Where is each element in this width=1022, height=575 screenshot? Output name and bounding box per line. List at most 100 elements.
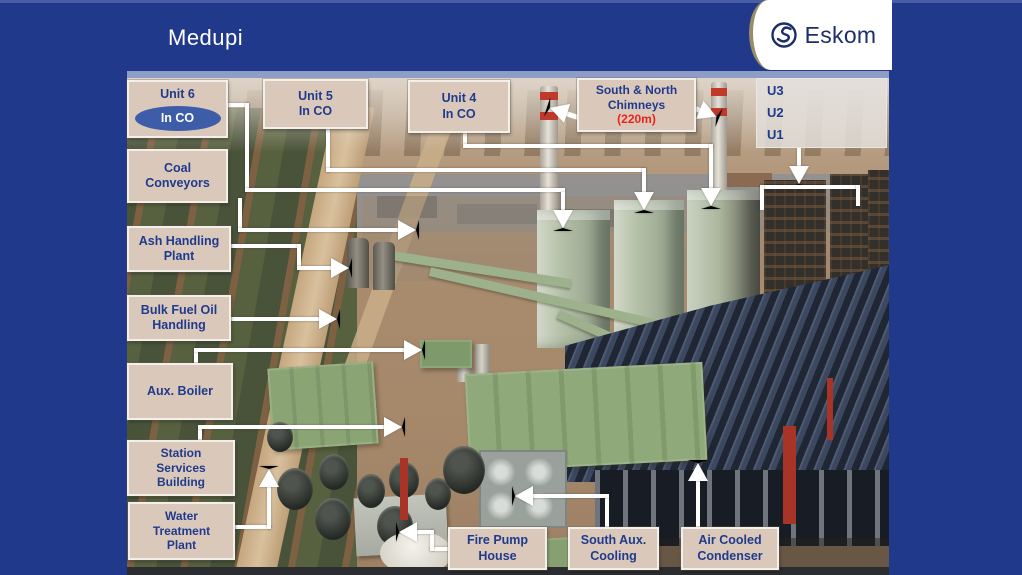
callout-unit6: Unit 6 In CO [127, 80, 228, 138]
leader-line-unit6 [561, 192, 565, 212]
leader-line-fire-pump [412, 530, 434, 534]
callout-aux-boiler: Aux. Boiler [127, 363, 233, 420]
photo-bottom-edge [127, 567, 889, 575]
fuel-oil-tank [319, 454, 349, 490]
callout-south-aux-line1: South Aux. [580, 533, 647, 548]
callout-air-cooled: Air Cooled Condenser [681, 527, 779, 570]
red-pipe-rack [400, 458, 408, 520]
leader-line-unit4 [463, 144, 713, 148]
bracket-future-units [760, 185, 860, 189]
callout-station-line1: Station [160, 446, 202, 461]
callout-unit5: Unit 5 In CO [263, 79, 368, 129]
arrowhead-water-treatment [259, 466, 279, 487]
leader-line-water-treatment [267, 482, 271, 529]
ash-silo [373, 242, 395, 290]
cooling-fan [487, 492, 515, 520]
leader-line-unit5 [326, 128, 330, 172]
chimney-red-band [540, 92, 558, 100]
arrowhead-unit4 [701, 188, 721, 209]
callout-chimneys: South & North Chimneys (220m) [577, 78, 696, 132]
callout-chimneys-line2: Chimneys [607, 97, 666, 112]
callout-chimneys-line1: South & North [595, 83, 678, 98]
callout-air-cooled-line1: Air Cooled [698, 533, 762, 548]
callout-water-line3: Plant [166, 538, 197, 553]
callout-bulk-line1: Bulk Fuel Oil [140, 302, 218, 317]
leader-line-ash [297, 244, 301, 270]
arrowhead-south-aux [512, 486, 533, 506]
leader-line-fire-pump [430, 530, 434, 551]
fuel-oil-tank [277, 468, 313, 510]
future-unit-u1: U1 [767, 127, 784, 142]
callout-chimneys-height: (220m) [617, 112, 656, 127]
leader-line-unit4 [709, 144, 713, 190]
future-unit-u2: U2 [767, 105, 784, 120]
callout-bulk-line2: Handling [152, 318, 206, 332]
arrowhead-coal [398, 220, 419, 240]
arrowhead-unit5 [634, 192, 654, 213]
callout-unit4-title: Unit 4 [441, 91, 477, 106]
chimney-red-band [711, 88, 727, 96]
fuel-oil-tank [357, 474, 385, 508]
arrowhead-aux-boiler [404, 340, 425, 360]
leader-line-station-services [198, 425, 386, 429]
callout-coal-line2: Conveyors [145, 176, 210, 190]
leader-line-aux-boiler [194, 348, 406, 352]
eskom-emblem-icon [770, 22, 797, 48]
arrowhead-ash [331, 258, 352, 278]
callout-fire-line1: Fire Pump [466, 533, 529, 548]
fuel-oil-tank [443, 446, 485, 494]
eskom-logo-plate: Eskom [749, 0, 892, 70]
leader-line-air-cooled [696, 472, 700, 528]
leader-line-unit4 [463, 133, 467, 148]
eskom-logo-text: Eskom [804, 21, 877, 48]
leader-line-coal [238, 198, 242, 232]
callout-coal-conveyors: Coal Conveyors [127, 149, 228, 203]
leader-line-coal [238, 228, 400, 232]
leader-line-bulk-fuel [231, 317, 321, 321]
leader-line-water-treatment [235, 525, 271, 529]
callout-water-line1: Water [165, 509, 198, 524]
callout-air-cooled-line2: Condenser [697, 548, 763, 563]
callout-fire-line2: House [478, 548, 517, 563]
callout-fire-pump: Fire Pump House [448, 527, 547, 570]
chimney-red-band [540, 112, 558, 120]
slide-title: Medupi [168, 25, 244, 50]
callout-station-line3: Building [157, 475, 205, 490]
photo-top-strip [127, 71, 889, 78]
callout-station-services: Station Services Building [127, 440, 235, 496]
arrowhead-unit6 [553, 210, 573, 231]
callout-coal-line1: Coal [163, 160, 192, 175]
callout-south-aux: South Aux. Cooling [568, 527, 659, 570]
callout-water-treatment: Water Treatment Plant [128, 502, 235, 560]
leader-line-south-aux [528, 494, 609, 498]
future-unit-u3: U3 [767, 83, 784, 98]
callout-aux-boiler-title: Aux. Boiler [147, 383, 213, 398]
callout-unit4: Unit 4 In CO [408, 80, 510, 133]
leader-line-unit5 [642, 168, 646, 194]
arrowhead-air-cooled [688, 460, 708, 481]
leader-line-ash [297, 266, 333, 270]
callout-south-aux-line2: Cooling [590, 548, 637, 563]
leader-line-unit5 [326, 168, 646, 172]
arrowhead-fire-pump [396, 522, 417, 542]
chimney-red-band [711, 108, 727, 116]
callout-unit6-status-oval: In CO [134, 105, 221, 131]
cooling-fan [487, 458, 515, 486]
ash-silo [347, 238, 369, 288]
arrowhead-station-services [384, 417, 405, 437]
aerial-photo [127, 78, 889, 575]
leader-line-south-aux [605, 494, 609, 528]
callout-future-units: U3 U2 U1 [756, 78, 887, 148]
leader-line-unit6 [245, 103, 249, 192]
leader-line-aux-boiler [194, 348, 198, 365]
leader-line-ash [231, 244, 301, 248]
leader-line-unit6 [245, 188, 565, 192]
callout-bulk-fuel: Bulk Fuel Oil Handling [127, 295, 231, 341]
leader-line-fire-pump [430, 547, 450, 551]
fuel-oil-tank [315, 498, 351, 540]
callout-unit6-title: Unit 6 [160, 87, 195, 102]
callout-ash-handling: Ash Handling Plant [127, 226, 231, 272]
stockyard-shed [712, 173, 772, 187]
cooling-fan [525, 458, 553, 486]
